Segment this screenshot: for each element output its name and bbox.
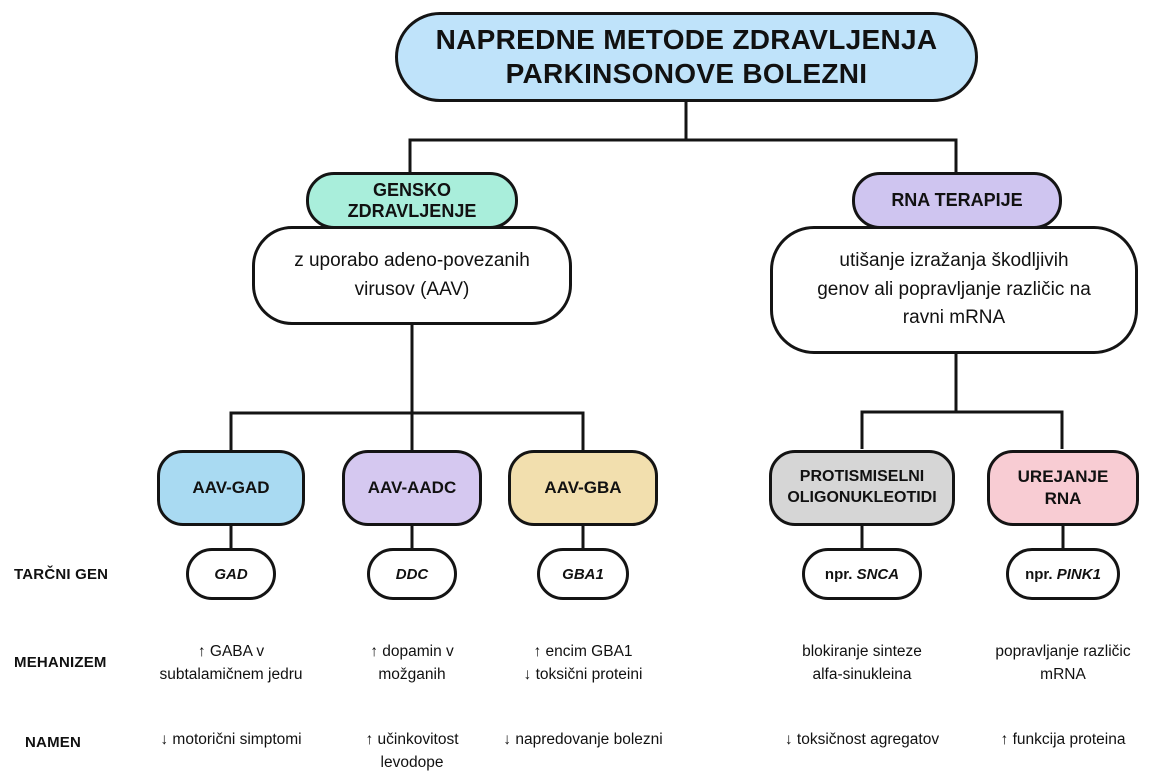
row-label-mehanizem: MEHANIZEM	[14, 654, 107, 671]
description-line: ravni mRNA	[902, 307, 1006, 329]
row-label-tarcni-gen: TARČNI GEN	[14, 566, 109, 583]
gene-name: GAD	[214, 565, 248, 583]
row-label-namen: NAMEN	[25, 734, 81, 751]
description-rna-terapije: utišanje izražanja škodljivih genov ali …	[770, 226, 1138, 354]
description-line: z uporabo adeno-povezanih	[294, 250, 530, 271]
node-label-line: OLIGONUKLEOTIDI	[787, 489, 937, 506]
root-title-box: NAPREDNE METODE ZDRAVLJENJA PARKINSONOVE…	[395, 12, 978, 102]
gene-prefix: npr.	[824, 565, 857, 583]
description-gensko-zdravljenje: z uporabo adeno-povezanih virusov (AAV)	[252, 226, 572, 325]
description-line: utišanje izražanja škodljivih	[839, 250, 1069, 272]
gene-oval-gba1: GBA1	[537, 548, 629, 600]
node-label-line: PROTISMISELNI	[799, 468, 925, 486]
purpose-line: levodope	[380, 754, 444, 772]
mechanism-line: mRNA	[1040, 666, 1086, 684]
purpose-line: ↓ toksičnost agregatov	[784, 731, 940, 748]
purpose-text-protismiselni: ↓ toksičnost agregatov	[752, 728, 972, 751]
gene-oval-pink1: npr. PINK1	[1006, 548, 1120, 600]
gene-oval-gad: GAD	[186, 548, 276, 600]
branch-rna-terapije: RNA TERAPIJE	[852, 172, 1062, 229]
branch-label-line: GENSKO	[372, 179, 451, 200]
mechanism-line: blokiranje sinteze	[802, 643, 922, 660]
branch-label-line: RNA TERAPIJE	[891, 190, 1023, 211]
node-protismiselni-oligonukleotidi: PROTISMISELNI OLIGONUKLEOTIDI	[769, 450, 955, 526]
node-label-line: UREJANJE	[1017, 466, 1109, 486]
mechanism-line: ↓ toksični proteini	[523, 666, 643, 684]
node-label-line: RNA	[1044, 489, 1082, 508]
mechanism-text-aav-gad: ↑ GABA v subtalamičnem jedru	[121, 640, 341, 687]
gene-prefix: npr.	[1025, 565, 1057, 583]
node-aav-aadc: AAV-AADC	[342, 450, 482, 526]
gene-oval-ddc: DDC	[367, 548, 457, 600]
node-urejanje-rna: UREJANJE RNA	[987, 450, 1139, 526]
mechanism-line: možganih	[378, 666, 446, 684]
description-line: genov ali popravljanje različic na	[817, 278, 1091, 300]
node-label-line: AAV-AADC	[367, 477, 457, 497]
root-title-line: NAPREDNE METODE ZDRAVLJENJA	[435, 24, 938, 56]
gene-name: DDC	[395, 565, 429, 583]
purpose-line: ↓ napredovanje bolezni	[503, 731, 663, 748]
description-line: virusov (AAV)	[354, 278, 470, 300]
node-label-line: AAV-GBA	[544, 477, 622, 497]
purpose-text-aav-aadc: ↑ učinkovitost levodope	[312, 728, 512, 775]
mechanism-text-aav-aadc: ↑ dopamin v možganih	[312, 640, 512, 687]
purpose-line: ↑ funkcija proteina	[1000, 731, 1126, 748]
mechanism-line: popravljanje različic	[995, 643, 1131, 660]
mechanism-text-urejanje-rna: popravljanje različic mRNA	[953, 640, 1163, 687]
purpose-text-aav-gad: ↓ motorični simptomi	[121, 728, 341, 751]
branch-label-line: ZDRAVLJENJE	[347, 200, 477, 221]
mechanism-line: alfa-sinukleina	[812, 666, 912, 684]
mechanism-line: ↑ dopamin v	[370, 643, 454, 660]
mechanism-line: ↑ GABA v	[197, 643, 265, 660]
mechanism-text-protismiselni: blokiranje sinteze alfa-sinukleina	[752, 640, 972, 687]
node-aav-gad: AAV-GAD	[157, 450, 305, 526]
purpose-line: ↑ učinkovitost	[365, 731, 459, 748]
gene-name: SNCA	[856, 565, 900, 583]
root-title-line: PARKINSONOVE BOLEZNI	[505, 58, 868, 89]
node-label-line: AAV-GAD	[192, 477, 270, 497]
mechanism-line: subtalamičnem jedru	[159, 666, 303, 684]
branch-gensko-zdravljenje: GENSKO ZDRAVLJENJE	[306, 172, 518, 229]
node-aav-gba: AAV-GBA	[508, 450, 658, 526]
mechanism-line: ↑ encim GBA1	[533, 643, 633, 660]
gene-oval-snca: npr. SNCA	[802, 548, 922, 600]
purpose-text-urejanje-rna: ↑ funkcija proteina	[953, 728, 1163, 751]
mechanism-text-aav-gba: ↑ encim GBA1 ↓ toksični proteini	[473, 640, 693, 687]
purpose-text-aav-gba: ↓ napredovanje bolezni	[473, 728, 693, 751]
purpose-line: ↓ motorični simptomi	[160, 731, 302, 748]
gene-name: PINK1	[1056, 565, 1101, 583]
gene-name: GBA1	[562, 565, 604, 583]
